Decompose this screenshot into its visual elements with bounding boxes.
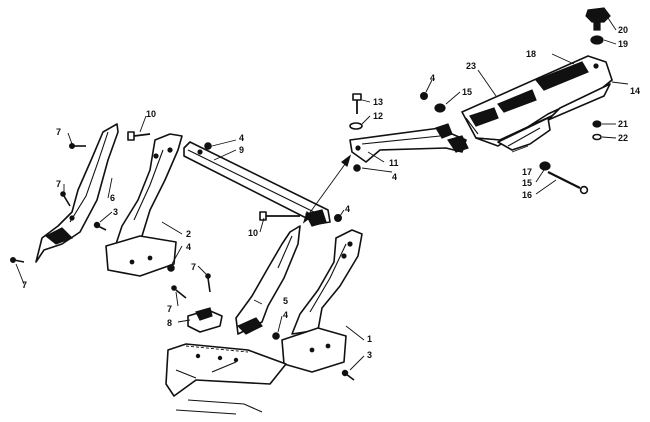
callout-15: 15 xyxy=(462,87,472,97)
nut-icon xyxy=(420,91,429,100)
callout-10: 10 xyxy=(146,109,156,119)
nut-icon xyxy=(353,164,361,172)
part-18-14-handle-housing xyxy=(461,55,613,147)
part-8-clamp xyxy=(187,307,223,333)
rivet-icon xyxy=(205,273,211,293)
callout-10: 10 xyxy=(248,228,258,238)
callout-9: 9 xyxy=(239,145,244,155)
nut-icon xyxy=(334,214,343,223)
callout-17: 17 xyxy=(522,167,532,177)
base-frame xyxy=(165,343,287,415)
part-11-link-plate xyxy=(349,123,469,163)
callout-7: 7 xyxy=(22,280,27,290)
nut-icon xyxy=(167,264,175,272)
washer-icon xyxy=(592,120,602,128)
rivet-icon xyxy=(10,257,25,264)
knob-icon xyxy=(585,7,611,31)
callout-3: 3 xyxy=(113,207,118,217)
callout-12: 12 xyxy=(373,111,383,121)
bolt-icon xyxy=(259,211,300,221)
callout-22: 22 xyxy=(618,133,628,143)
callout-4: 4 xyxy=(186,242,191,252)
bolt-icon xyxy=(127,131,151,141)
washer-icon xyxy=(592,133,602,141)
callout-8: 8 xyxy=(167,318,172,328)
callout-4: 4 xyxy=(430,73,435,83)
callout-16: 16 xyxy=(522,190,532,200)
part-16-long-bolt xyxy=(547,171,589,195)
part-2-left-mount xyxy=(105,133,183,277)
callout-4: 4 xyxy=(283,310,288,320)
callout-3: 3 xyxy=(367,350,372,360)
part-5-fin-plate xyxy=(235,225,301,335)
callout-5: 5 xyxy=(283,296,288,306)
callout-19: 19 xyxy=(618,39,628,49)
spacer-icon xyxy=(434,103,446,113)
callout-20: 20 xyxy=(618,25,628,35)
screw-icon xyxy=(93,221,107,231)
callout-11: 11 xyxy=(389,158,399,168)
nut-icon xyxy=(272,332,280,340)
callout-7: 7 xyxy=(56,179,61,189)
callout-labels: 1 2 3 3 4 4 4 4 4 4 5 6 7 7 7 7 7 8 9 10… xyxy=(22,25,640,360)
callout-7: 7 xyxy=(191,262,196,272)
callout-4: 4 xyxy=(392,172,397,182)
rivet-icon xyxy=(60,191,71,207)
callout-1: 1 xyxy=(367,334,372,344)
callout-14: 14 xyxy=(630,86,640,96)
bolt-icon xyxy=(352,93,362,114)
spacer-icon xyxy=(590,35,604,45)
callout-18: 18 xyxy=(526,49,536,59)
callout-4: 4 xyxy=(239,133,244,143)
callout-6: 6 xyxy=(110,193,115,203)
callout-23: 23 xyxy=(466,61,476,71)
callout-21: 21 xyxy=(618,119,628,129)
leader-lines xyxy=(15,17,629,371)
assembly-direction-arrow xyxy=(302,154,352,224)
callout-13: 13 xyxy=(373,97,383,107)
rivet-icon xyxy=(68,143,86,150)
part-6-left-bracket xyxy=(35,123,119,263)
nut-icon xyxy=(204,142,212,150)
callout-4: 4 xyxy=(345,204,350,214)
part-9-cross-arm xyxy=(183,141,331,227)
washer-icon xyxy=(349,122,363,130)
callout-15: 15 xyxy=(522,178,532,188)
callout-2: 2 xyxy=(186,229,191,239)
spacer-icon xyxy=(539,161,551,171)
callout-7: 7 xyxy=(56,127,61,137)
part-17-support-fin xyxy=(497,117,551,151)
callout-7: 7 xyxy=(167,304,172,314)
rivet-icon xyxy=(171,285,187,299)
hardware xyxy=(10,7,611,381)
screw-icon xyxy=(341,369,355,381)
